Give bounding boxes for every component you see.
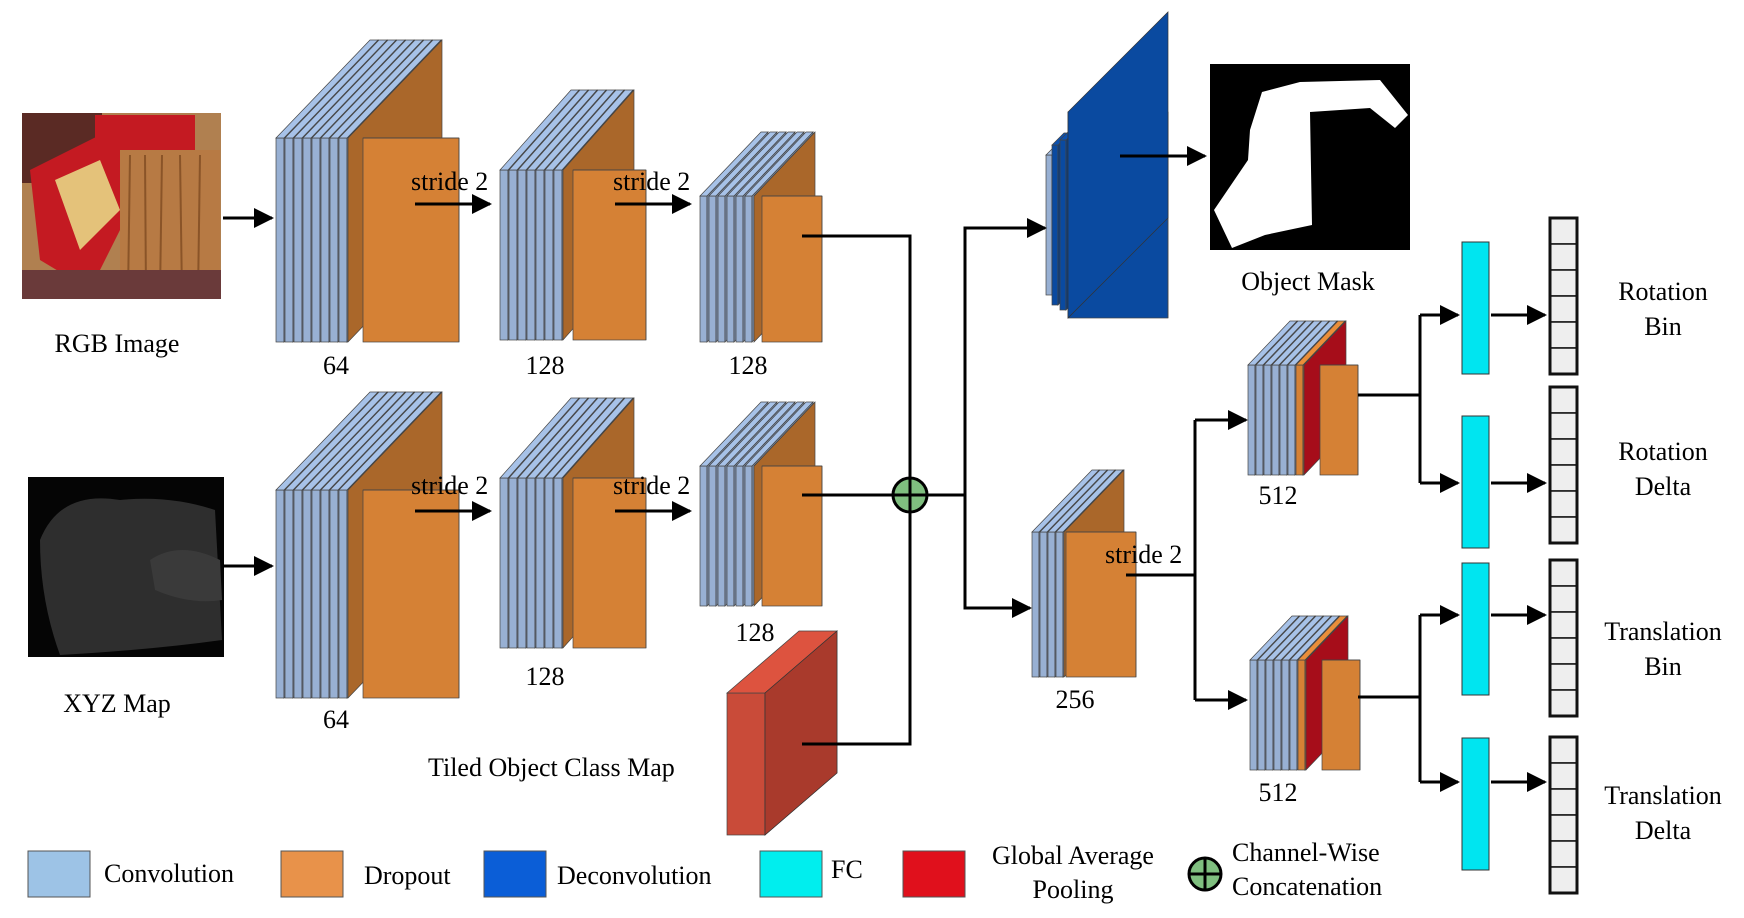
- deconv-block: [1045, 11, 1169, 319]
- legend-conv: Convolution: [104, 859, 234, 888]
- rgb-block-3: [699, 131, 823, 343]
- xyz-map-label: XYZ Map: [63, 689, 171, 718]
- fc-and-outputs: [1461, 216, 1579, 895]
- xyz-ch-1: 64: [323, 705, 349, 734]
- rgb-image-label: RGB Image: [55, 329, 180, 358]
- out-trans-bin-2: Bin: [1644, 652, 1682, 681]
- deconv-perspective: [1067, 11, 1169, 319]
- connections: [802, 146, 1547, 792]
- output-vector-2: [1548, 558, 1579, 718]
- shared-ch: 256: [1056, 685, 1095, 714]
- out-rot-bin-2: Bin: [1644, 312, 1682, 341]
- rgb-block-2-dropout-face: [572, 169, 647, 341]
- object-mask: [1210, 64, 1410, 250]
- out-rot-delta-1: Rotation: [1618, 437, 1708, 466]
- trans-ch: 512: [1259, 778, 1298, 807]
- xyz-block-1-dropout-face: [362, 489, 460, 699]
- rot-ch: 512: [1259, 481, 1298, 510]
- legend-concat-2: Concatenation: [1232, 872, 1382, 901]
- xyz-map: [28, 477, 224, 657]
- mask-label: Object Mask: [1241, 267, 1375, 296]
- out-trans-delta-1: Translation: [1604, 781, 1722, 810]
- shared-block-dropout-face: [1065, 531, 1137, 678]
- legend-concat-1: Channel-Wise: [1232, 838, 1380, 867]
- stride-label-2: stride 2: [613, 167, 690, 196]
- stride-label-5: stride 2: [1105, 540, 1182, 569]
- xyz-block-1: [275, 391, 460, 699]
- class-map-label: Tiled Object Class Map: [428, 753, 675, 782]
- stride-label-4: stride 2: [613, 471, 690, 500]
- class-map-side: [764, 630, 838, 836]
- legend-swatch-deconv: [483, 850, 547, 898]
- output-vector-0: [1548, 216, 1579, 376]
- concat-icon: [891, 476, 929, 514]
- legend-swatch-conv: [27, 850, 91, 898]
- rgb-block-1-dropout-face: [362, 137, 460, 343]
- output-vector-3: [1548, 735, 1579, 895]
- stride-label-3: stride 2: [411, 471, 488, 500]
- legend-gap-2: Pooling: [1033, 875, 1114, 904]
- rgb-block-2: [499, 89, 647, 341]
- legend-concat-icon: [1187, 856, 1223, 892]
- out-trans-delta-2: Delta: [1635, 816, 1692, 845]
- xyz-block-2-dropout-face: [572, 477, 647, 649]
- rgb-block-1: [275, 39, 460, 343]
- rgb-block-3-dropout-face: [761, 195, 823, 343]
- legend-gap-1: Global Average: [992, 841, 1154, 870]
- rot-head: [1247, 320, 1359, 476]
- rgb-image: [22, 113, 221, 299]
- xyz-ch-3: 128: [736, 618, 775, 647]
- fc-layer-3: [1461, 737, 1490, 871]
- xyz-block-2: [499, 397, 647, 649]
- rgb-ch-2: 128: [526, 351, 565, 380]
- rgb-ch-1: 64: [323, 351, 349, 380]
- legend: Convolution Dropout Deconvolution FC Glo…: [27, 838, 1382, 904]
- rgb-ch-3: 128: [729, 351, 768, 380]
- output-vector-1: [1548, 385, 1579, 545]
- rot-head-dropout-face: [1319, 364, 1359, 476]
- out-rot-delta-2: Delta: [1635, 472, 1692, 501]
- legend-deconv: Deconvolution: [557, 861, 712, 890]
- legend-swatch-dropout: [280, 850, 344, 898]
- legend-swatch-fc: [759, 850, 823, 898]
- legend-dropout: Dropout: [364, 861, 451, 890]
- class-map-block: [726, 630, 838, 836]
- fc-layer-2: [1461, 562, 1490, 696]
- shared-block: [1031, 469, 1137, 678]
- xyz-ch-2: 128: [526, 662, 565, 691]
- xyz-block-3-dropout-face: [761, 465, 823, 607]
- out-trans-bin-1: Translation: [1604, 617, 1722, 646]
- out-rot-bin-1: Rotation: [1618, 277, 1708, 306]
- trans-head: [1249, 615, 1361, 771]
- fc-layer-0: [1461, 241, 1490, 375]
- trans-head-dropout-face: [1321, 659, 1361, 771]
- stride-label-1: stride 2: [411, 167, 488, 196]
- layer-stacks: [275, 11, 1361, 836]
- legend-fc: FC: [831, 855, 863, 884]
- legend-swatch-gap: [902, 850, 966, 898]
- stride-arrows: [415, 194, 692, 521]
- fc-layer-1: [1461, 415, 1490, 549]
- xyz-block-3: [699, 401, 823, 607]
